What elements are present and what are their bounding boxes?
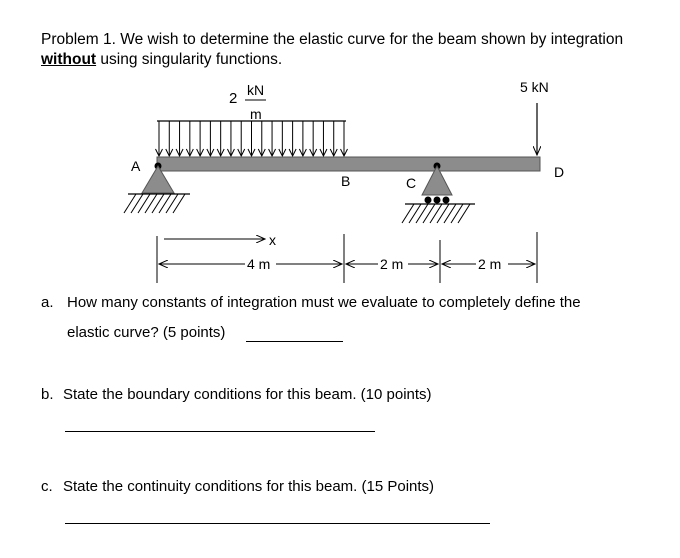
- distributed-load: [155, 120, 348, 158]
- udl-arrow-head: [288, 148, 297, 158]
- hatch-line: [450, 203, 464, 224]
- label-D: D: [554, 164, 564, 180]
- udl-arrow-head: [155, 148, 163, 158]
- question-a-letter: a.: [41, 294, 54, 311]
- question-b-text: State the boundary conditions for this b…: [63, 386, 432, 403]
- hatch-line: [436, 203, 450, 224]
- udl-arrow-head: [298, 148, 307, 158]
- hatch-line: [165, 193, 179, 214]
- udl-arrow-head: [196, 148, 205, 158]
- udl-arrow-head: [319, 148, 328, 158]
- support-C: [421, 164, 453, 196]
- hatch-line: [123, 193, 137, 214]
- hatch-line: [130, 193, 144, 214]
- hatch-line: [443, 203, 457, 224]
- udl-arrow-head: [268, 148, 277, 158]
- hatch-line: [151, 193, 165, 214]
- problem-statement-line2: without using singularity functions.: [41, 50, 282, 69]
- label-B: B: [341, 173, 350, 189]
- hatch-line: [422, 203, 436, 224]
- beam-diagram: 2 kN m 5 kN A B C D x 4 m 2 m 2 m: [123, 79, 564, 283]
- udl-arrow-head: [206, 148, 215, 158]
- point-load-label: 5 kN: [520, 79, 549, 95]
- hatch-line: [457, 203, 471, 224]
- ground-hatch-A: [123, 193, 186, 214]
- question-a-line2: elastic curve? (5 points): [67, 324, 226, 341]
- emphasis-without: without: [41, 51, 97, 68]
- problem-statement-rest: using singularity functions.: [96, 51, 283, 68]
- hatch-line: [401, 203, 415, 224]
- question-b-letter: b.: [41, 386, 54, 403]
- hatch-line: [172, 193, 186, 214]
- udl-arrow-head: [185, 148, 194, 158]
- hatch-line: [408, 203, 422, 224]
- udl-arrow-head: [257, 148, 266, 158]
- udl-arrow-head: [340, 148, 348, 158]
- question-c-text: State the continuity conditions for this…: [63, 478, 435, 495]
- udl-arrow-head: [216, 148, 225, 158]
- beam: [156, 156, 541, 172]
- answer-line-a[interactable]: [246, 341, 343, 342]
- hatch-line: [429, 203, 443, 224]
- udl-arrow-head: [165, 148, 174, 158]
- roller-1: [424, 196, 432, 204]
- udl-arrow-head: [329, 148, 338, 158]
- hatch-line: [144, 193, 158, 214]
- udl-arrow-head: [237, 148, 246, 158]
- answer-line-c[interactable]: [65, 523, 490, 524]
- problem-statement-line1: Problem 1. We wish to determine the elas…: [41, 31, 624, 48]
- udl-arrow-head: [226, 148, 235, 158]
- udl-arrow-head: [175, 148, 184, 158]
- dist-load-unit-num: kN: [247, 82, 264, 98]
- roller-2: [433, 196, 441, 204]
- answer-line-b[interactable]: [65, 431, 375, 432]
- dim-4m: 4 m: [247, 256, 270, 272]
- label-A: A: [131, 158, 141, 174]
- udl-arrow-head: [278, 148, 287, 158]
- x-label: x: [269, 232, 276, 248]
- dim-2m-bc: 2 m: [380, 256, 403, 272]
- dim-2m-cd: 2 m: [478, 256, 501, 272]
- dist-load-coef: 2: [229, 90, 237, 107]
- label-C: C: [406, 175, 416, 191]
- question-a-line1: How many constants of integration must w…: [67, 294, 581, 311]
- udl-arrow-head: [309, 148, 318, 158]
- hatch-line: [158, 193, 172, 214]
- dist-load-unit-den: m: [250, 106, 262, 122]
- hatch-line: [137, 193, 151, 214]
- hatch-line: [415, 203, 429, 224]
- udl-arrow-head: [247, 148, 256, 158]
- ground-hatch-C: [401, 203, 471, 224]
- support-A: [141, 165, 175, 194]
- question-c-letter: c.: [41, 478, 53, 495]
- roller-3: [442, 196, 450, 204]
